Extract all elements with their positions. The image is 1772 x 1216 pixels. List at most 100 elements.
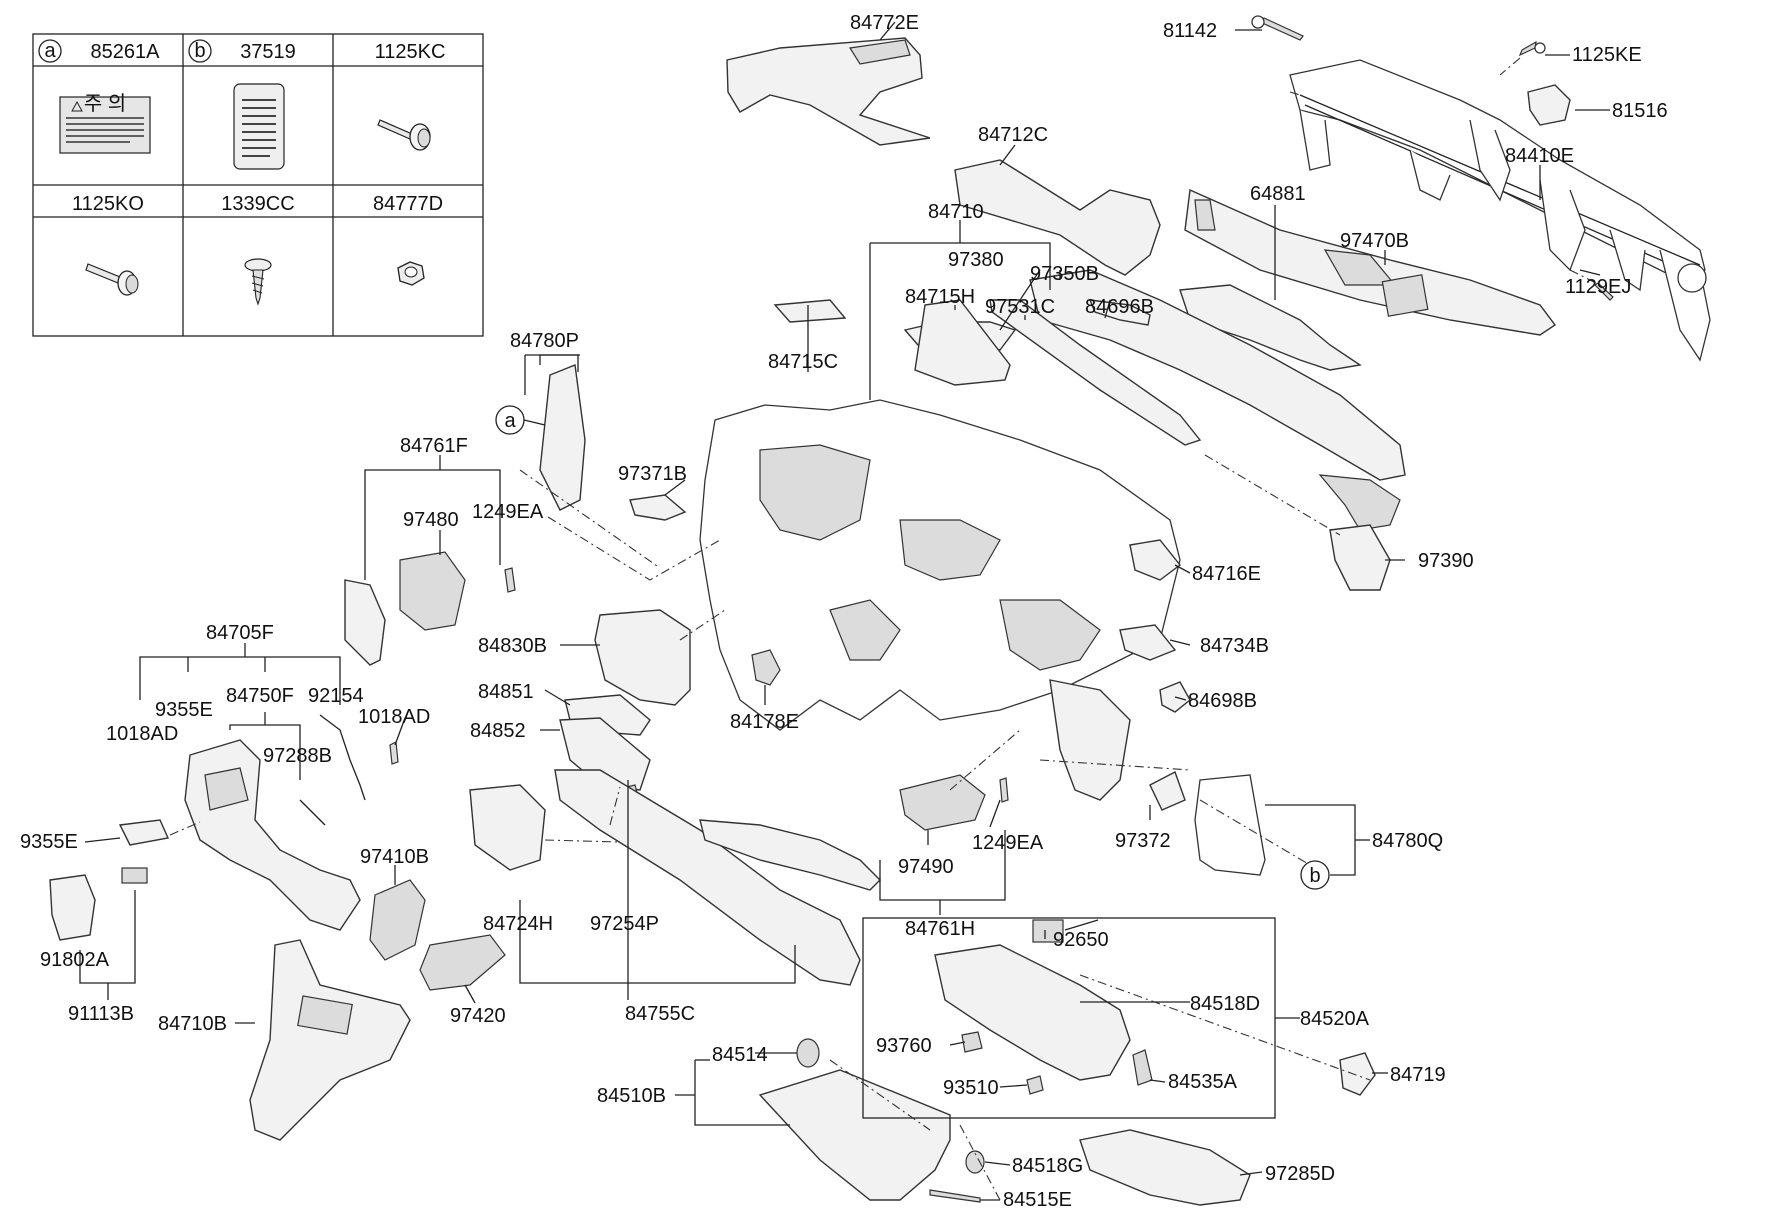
callout-93510: 93510	[943, 1077, 999, 1099]
legend-mark-a: a	[44, 40, 56, 62]
callout-84716E: 84716E	[1192, 563, 1261, 585]
bumper-84518G	[965, 1150, 985, 1174]
bumper-84514	[796, 1038, 820, 1068]
callout-84705F: 84705F	[206, 622, 274, 644]
callout-1018AD-left: 1018AD	[106, 723, 178, 745]
switch-92650	[1032, 919, 1064, 943]
callout-1249EA-upper: 1249EA	[472, 501, 544, 523]
marker-a-label: a	[504, 410, 516, 432]
tapping-screw-icon	[244, 258, 272, 306]
duct-84772E	[726, 37, 931, 146]
callout-81516: 81516	[1612, 100, 1668, 122]
panel-84780Q	[1194, 774, 1266, 876]
callout-97372: 97372	[1115, 830, 1171, 852]
callout-84761F: 84761F	[400, 435, 468, 457]
switch-84178E	[751, 649, 781, 686]
legend-code-1125KC: 1125KC	[375, 41, 446, 63]
marker-b-circle	[188, 39, 212, 63]
cowl-cross-bar-84410E	[1289, 59, 1711, 362]
callout-84518D: 84518D	[1190, 993, 1260, 1015]
callout-9355E-lower: 9355E	[20, 831, 78, 853]
callout-84710B: 84710B	[158, 1013, 227, 1035]
callout-92154: 92154	[308, 685, 364, 707]
bolt-1125KE	[1518, 40, 1537, 57]
callout-97371B: 97371B	[618, 463, 687, 485]
callout-84515E: 84515E	[1003, 1189, 1072, 1211]
bracket-84719	[1339, 1052, 1376, 1096]
wire-92154	[319, 714, 366, 801]
defroster-nozzle-97531C	[989, 299, 1202, 446]
wire-97288B	[299, 799, 326, 826]
pad-84716E	[1129, 539, 1181, 581]
lower-pad-84755C	[554, 769, 861, 986]
panel-84780P	[539, 364, 586, 511]
pad-91113B	[121, 867, 148, 884]
callout-1018AD-right: 1018AD	[358, 706, 430, 728]
callout-84780P: 84780P	[510, 330, 579, 352]
callout-84851: 84851	[478, 681, 534, 703]
callout-84715C: 84715C	[768, 351, 838, 373]
callout-84780Q: 84780Q	[1372, 830, 1443, 852]
callout-93760: 93760	[876, 1035, 932, 1057]
callout-97480: 97480	[403, 509, 459, 531]
tag-label-icon	[233, 83, 285, 170]
callout-97380: 97380	[948, 249, 1004, 271]
legend-table: a 85261A b 37519 1125KC 1125KO 1339CC 84…	[32, 33, 484, 337]
vent-97372	[1149, 771, 1186, 811]
callout-64881: 64881	[1250, 183, 1306, 205]
callout-labels: 84772E 81142 1125KE 81516 84410E 84712C …	[20, 12, 1668, 1211]
pad-84734B	[1119, 624, 1177, 661]
callout-84724H: 84724H	[483, 913, 553, 935]
callout-84410E: 84410E	[1505, 145, 1574, 167]
callout-81142: 81142	[1163, 20, 1217, 42]
callout-84710: 84710	[928, 201, 984, 223]
callout-84520A: 84520A	[1300, 1008, 1370, 1030]
callout-91113B: 91113B	[68, 1003, 134, 1025]
callout-84750F: 84750F	[226, 685, 294, 707]
shroud-84852	[559, 717, 651, 791]
callout-84514: 84514	[712, 1044, 768, 1066]
bracket-81516	[1527, 84, 1571, 126]
callout-97254P: 97254P	[590, 913, 659, 935]
cluster-hood-84830B	[594, 609, 691, 706]
vent-97480	[399, 551, 466, 631]
warning-label-icon: 주 의	[59, 92, 151, 154]
callout-97288B: 97288B	[263, 745, 332, 767]
duct-97390	[1329, 524, 1391, 591]
callout-84510B: 84510B	[597, 1085, 666, 1107]
legend-code-1125KO: 1125KO	[72, 193, 144, 215]
cover-91802A	[49, 874, 96, 941]
callout-97470B: 97470B	[1340, 230, 1409, 252]
glove-box-door-84510B	[758, 1069, 951, 1201]
nut-icon	[397, 261, 425, 286]
screw-1018AD	[389, 741, 399, 765]
bracket-84724H	[469, 784, 546, 871]
marker-b	[1300, 860, 1330, 890]
callout-97410B: 97410B	[360, 846, 429, 868]
screw-1249EA-upper	[504, 567, 516, 593]
callout-9355E-upper: 9355E	[155, 699, 213, 721]
parts-shapes	[49, 15, 1711, 1206]
leader-lines	[79, 21, 1610, 1201]
legend-mark-b: b	[194, 40, 205, 62]
reference-markers: a b	[495, 405, 1330, 890]
callout-84772E: 84772E	[850, 12, 919, 34]
legend-code-84777D: 84777D	[373, 193, 443, 215]
callout-84698B: 84698B	[1188, 690, 1257, 712]
callout-84696B: 84696B	[1085, 296, 1154, 318]
hex-bolt-icon	[85, 263, 139, 296]
callout-84852: 84852	[470, 720, 526, 742]
callout-84715H: 84715H	[905, 286, 975, 308]
crash-pad-upper-97350B	[1029, 269, 1406, 481]
console-84710B	[249, 939, 411, 1141]
pad-84715C	[773, 299, 847, 323]
callout-84755C: 84755C	[625, 1003, 695, 1025]
callout-92650: 92650	[1053, 929, 1109, 951]
pin-84515E	[929, 1189, 981, 1203]
callout-1249EA-lower: 1249EA	[972, 832, 1044, 854]
marker-b-label: b	[1309, 865, 1320, 887]
marker-a-circle	[38, 39, 62, 63]
switch-9355E	[118, 819, 170, 846]
callout-1125KE: 1125KE	[1572, 44, 1642, 66]
stopper-93760	[961, 1031, 983, 1053]
